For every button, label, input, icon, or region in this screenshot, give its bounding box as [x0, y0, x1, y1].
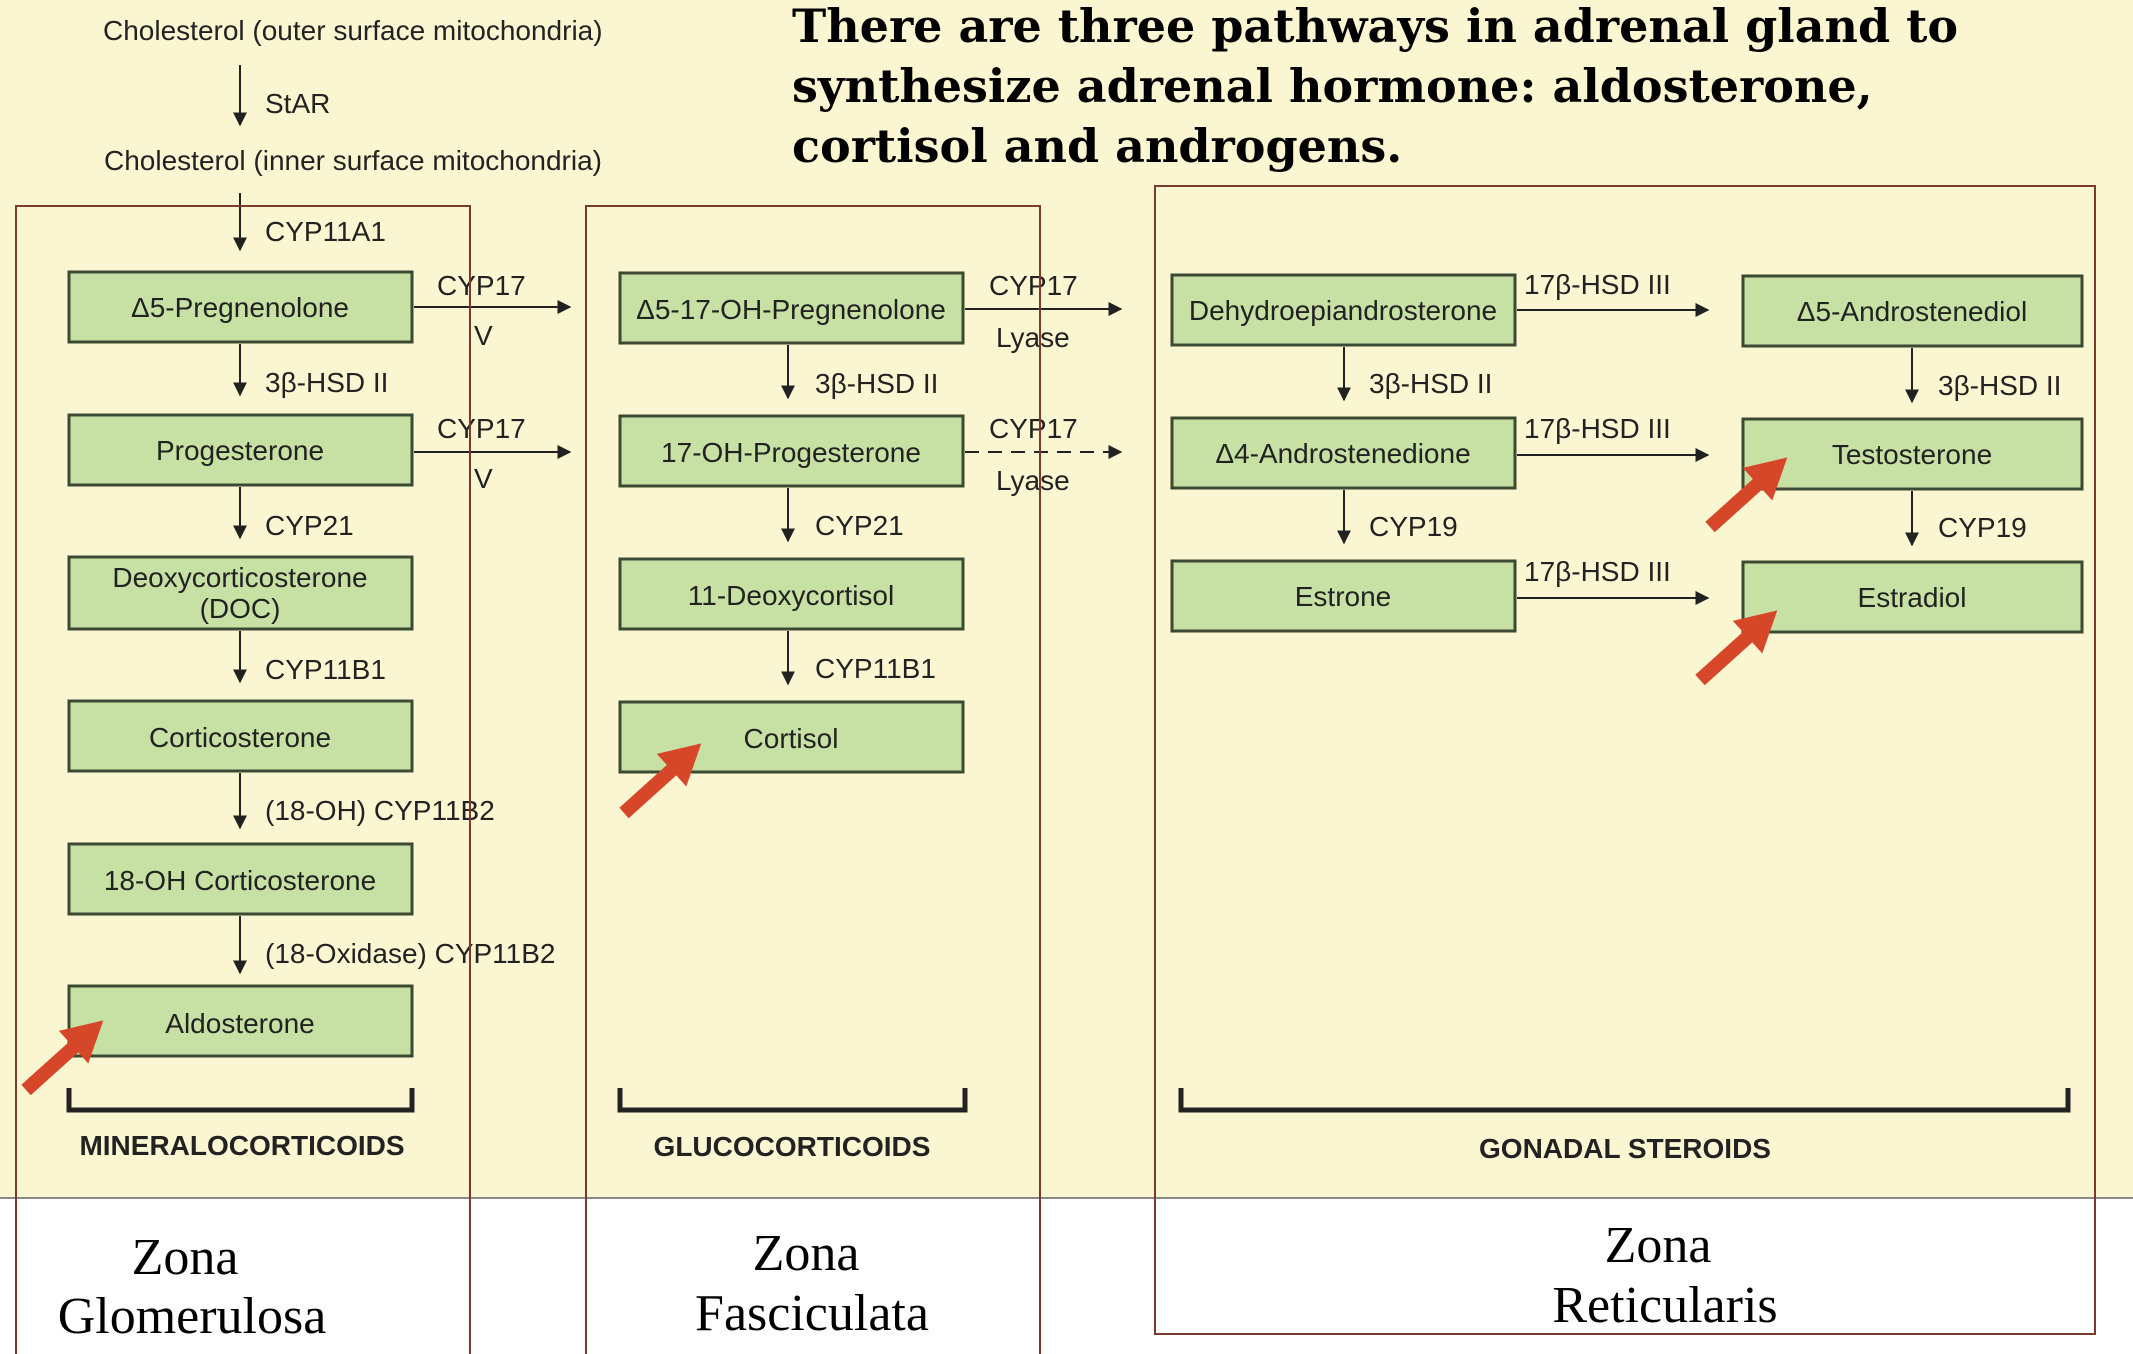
cyp11a1-label: CYP11A1 — [265, 216, 386, 247]
doc-label-line2: (DOC) — [200, 593, 281, 624]
zona-reticularis-label-1: Zona — [1605, 1217, 1712, 1274]
box-progesterone: Progesterone — [67, 413, 414, 487]
box-11-deoxycortisol: 11-Deoxycortisol — [618, 557, 965, 631]
cyp11b2-oxidase-label: (18-Oxidase) CYP11B2 — [265, 938, 556, 969]
box-aldosterone: Aldosterone — [67, 984, 414, 1058]
pregnenolone-label: Δ5-Pregnenolone — [131, 292, 349, 323]
box-deoxycorticosterone: Deoxycorticosterone (DOC) — [67, 555, 414, 631]
progesterone-label: Progesterone — [156, 435, 324, 466]
zona-glomerulosa-label-2: Glomerulosa — [58, 1288, 327, 1345]
cyp21-label-2: CYP21 — [815, 510, 904, 541]
cyp11b1-label-1: CYP11B1 — [265, 654, 386, 685]
cyp17-label-3: CYP17 — [989, 270, 1078, 301]
star-label: StAR — [265, 88, 330, 119]
zona-glomerulosa-frame — [15, 205, 471, 1354]
highlight-arrow-estradiol — [1695, 610, 1778, 686]
box-estradiol: Estradiol — [1741, 560, 2084, 634]
hsd17b-label-3: 17β-HSD III — [1524, 556, 1671, 587]
hsd3b-label-3: 3β-HSD II — [1369, 368, 1492, 399]
cholesterol-outer-label: Cholesterol (outer surface mitochondria) — [103, 15, 603, 46]
androstenedione-label: Δ4-Androstenedione — [1215, 438, 1470, 469]
highlight-arrow-testosterone — [1705, 457, 1788, 533]
mineralo-bracket — [66, 1088, 415, 1113]
box-testosterone: Testosterone — [1741, 417, 2084, 491]
mineralo-category-label: MINERALOCORTICOIDS — [79, 1130, 404, 1161]
box-corticosterone: Corticosterone — [67, 699, 414, 773]
androstenediol-label: Δ5-Androstenediol — [1797, 296, 2027, 327]
box-pregnenolone: Δ5-Pregnenolone — [67, 270, 414, 344]
box-18oh-corticosterone: 18-OH Corticosterone — [67, 842, 414, 916]
gluco-bracket — [617, 1088, 968, 1113]
cyp17-label-1: CYP17 — [437, 270, 526, 301]
cyp11b2-18oh-label: (18-OH) CYP11B2 — [265, 795, 495, 826]
estradiol-label: Estradiol — [1858, 582, 1967, 613]
cholesterol-inner-label: Cholesterol (inner surface mitochondria) — [104, 145, 602, 176]
hsd3b-label-4: 3β-HSD II — [1938, 370, 2061, 401]
dhea-label: Dehydroepiandrosterone — [1189, 295, 1497, 326]
hsd3b-label-2: 3β-HSD II — [815, 368, 938, 399]
oh18-corticosterone-label: 18-OH Corticosterone — [104, 865, 376, 896]
oh17-progesterone-label: 17-OH-Progesterone — [661, 437, 921, 468]
zona-reticularis-label-2: Reticularis — [1552, 1277, 1777, 1334]
cyp19-label-1: CYP19 — [1369, 511, 1458, 542]
deoxycortisol-label: 11-Deoxycortisol — [688, 580, 894, 611]
testosterone-label: Testosterone — [1832, 439, 1992, 470]
box-17oh-pregnenolone: Δ5-17-OH-Pregnenolone — [618, 271, 965, 345]
header-line-2: synthesize adrenal hormone: aldosterone, — [792, 59, 1873, 113]
doc-label-line1: Deoxycorticosterone — [112, 562, 367, 593]
highlight-arrow-aldosterone — [21, 1020, 104, 1096]
zona-glomerulosa-label-1: Zona — [132, 1229, 239, 1286]
header-line-1: There are three pathways in adrenal glan… — [792, 0, 1958, 53]
gonadal-category-label: GONADAL STEROIDS — [1479, 1133, 1771, 1164]
header-line-3: cortisol and androgens. — [792, 119, 1402, 173]
box-androstenedione: Δ4-Androstenedione — [1170, 416, 1517, 490]
box-17oh-progesterone: 17-OH-Progesterone — [618, 414, 965, 488]
cortisol-label: Cortisol — [744, 723, 839, 754]
estrone-label: Estrone — [1295, 581, 1392, 612]
box-estrone: Estrone — [1170, 559, 1517, 633]
zona-fasciculata-label-1: Zona — [753, 1225, 860, 1282]
lyase-label-1: Lyase — [996, 322, 1070, 353]
gonadal-bracket — [1178, 1088, 2071, 1113]
v-label-1: V — [474, 320, 493, 351]
highlight-arrow-cortisol — [619, 743, 702, 819]
aldosterone-label: Aldosterone — [165, 1008, 314, 1039]
lyase-label-2: Lyase — [996, 465, 1070, 496]
cyp11b1-label-2: CYP11B1 — [815, 653, 936, 684]
box-dhea: Dehydroepiandrosterone — [1170, 273, 1517, 347]
zona-fasciculata-frame — [585, 205, 1041, 1354]
hsd3b-label-1: 3β-HSD II — [265, 367, 388, 398]
cyp19-label-2: CYP19 — [1938, 512, 2027, 543]
cyp17-label-2: CYP17 — [437, 413, 526, 444]
oh17-pregnenolone-label: Δ5-17-OH-Pregnenolone — [636, 294, 946, 325]
hsd17b-label-1: 17β-HSD III — [1524, 269, 1671, 300]
gluco-category-label: GLUCOCORTICOIDS — [654, 1131, 931, 1162]
zone-label-band — [0, 1197, 2133, 1354]
hsd17b-label-2: 17β-HSD III — [1524, 413, 1671, 444]
cyp21-label-1: CYP21 — [265, 510, 354, 541]
box-androstenediol: Δ5-Androstenediol — [1741, 274, 2084, 348]
cyp17-label-4: CYP17 — [989, 413, 1078, 444]
v-label-2: V — [474, 463, 493, 494]
zona-fasciculata-label-2: Fasciculata — [695, 1285, 929, 1342]
corticosterone-label: Corticosterone — [149, 722, 331, 753]
zona-reticularis-frame — [1154, 185, 2096, 1335]
